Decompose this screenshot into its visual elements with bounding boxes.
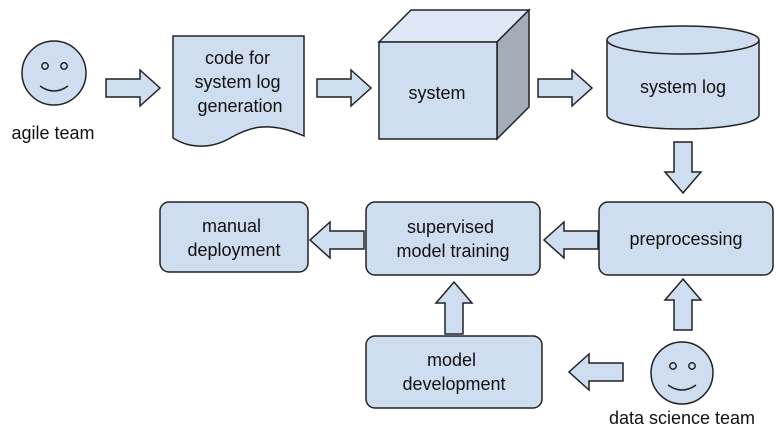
preprocessing-box	[598, 201, 774, 276]
arrow-system-to-log	[537, 68, 594, 108]
agile-team-face-icon	[21, 40, 87, 106]
arrow-log-to-preprocessing	[663, 141, 703, 195]
supervised-training-line-2: model training	[396, 241, 509, 261]
model-development-line-2: development	[402, 374, 505, 394]
data-science-team-face-icon	[650, 341, 714, 405]
system-label: system	[408, 83, 465, 103]
model-development-line-1: model	[427, 350, 476, 370]
agile-team-label: agile team	[11, 123, 94, 143]
arrow-team-to-development	[567, 352, 624, 392]
supervised-training-label: supervised model training	[396, 217, 509, 261]
system-log-cylinder	[606, 25, 760, 130]
arrow-agile-to-code	[105, 68, 162, 108]
model-development-box	[365, 335, 543, 409]
code-document-shape	[172, 35, 305, 147]
preprocessing-label: preprocessing	[629, 229, 742, 249]
manual-deployment-line-2: deployment	[187, 240, 280, 260]
arrow-preprocessing-to-training	[542, 220, 599, 260]
system-cube	[377, 8, 531, 141]
code-generation-line-2: system log	[194, 72, 280, 92]
arrow-code-to-system	[316, 68, 373, 108]
manual-deployment-line-1: manual	[202, 216, 261, 236]
arrow-training-to-deployment	[308, 220, 365, 260]
code-generation-line-3: generation	[197, 96, 282, 116]
supervised-training-line-1: supervised	[407, 217, 494, 237]
manual-deployment-box	[159, 201, 309, 273]
model-development-label: model development	[402, 350, 505, 394]
arrow-development-to-training	[434, 280, 474, 335]
code-generation-label: code for system log generation	[194, 48, 285, 116]
arrow-team-to-preprocessing	[663, 277, 703, 331]
system-log-label: system log	[640, 77, 726, 97]
data-science-team-label: data science team	[609, 408, 755, 428]
supervised-training-box	[365, 201, 541, 276]
manual-deployment-label: manual deployment	[187, 216, 280, 260]
code-generation-line-1: code for	[205, 48, 270, 68]
